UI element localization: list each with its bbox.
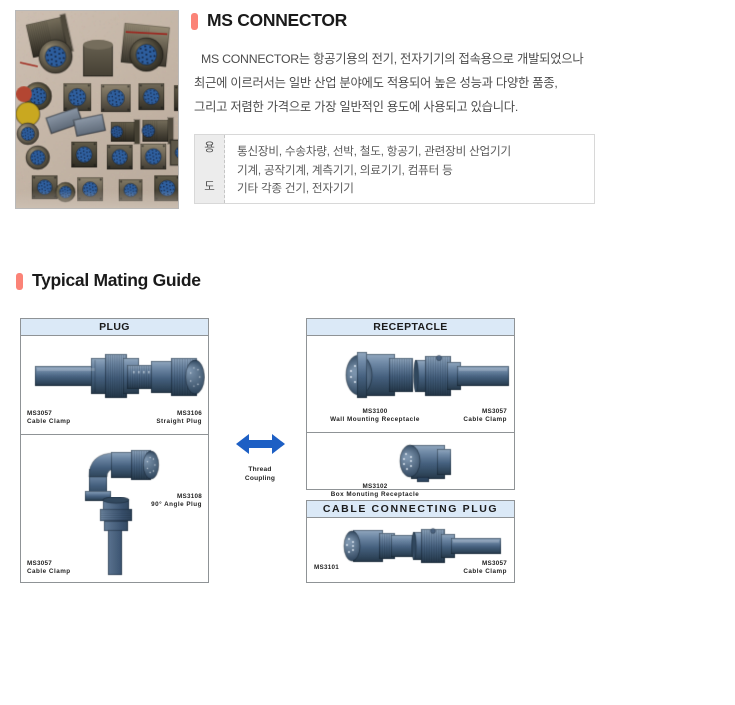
- panel-receptacle: RECEPTACLE MS3100 Wall Mounting Receptac…: [306, 318, 515, 490]
- usage-label-char-1: 용: [204, 143, 215, 155]
- figure-code: MS3100: [319, 408, 431, 416]
- ms-connector-section: MS CONNECTOR MS CONNECTOR는 항공기용의 전기, 전자기…: [0, 0, 735, 230]
- usage-table: 용 도 통신장비, 수송차량, 선박, 철도, 항공기, 관련장비 산업기기 기…: [194, 134, 595, 204]
- figure-code: MS3101: [314, 564, 339, 572]
- panel-cable-connecting-plug-title: CABLE CONNECTING PLUG: [307, 501, 514, 518]
- figure-code: MS3057: [463, 408, 507, 416]
- page-title-text: MS CONNECTOR: [207, 12, 347, 30]
- intro-line-2: 최근에 이르러서는 일반 산업 분야에도 적용되어 높은 성능과 다양한 품종,: [194, 71, 594, 95]
- panel-plug-row-2: MS3108 90° Angle Plug MS3057 Cable Clamp: [21, 435, 208, 582]
- figure-ms3057-cable-clamp-image-2: [91, 497, 139, 577]
- usage-table-label-cell: 용 도: [195, 135, 225, 203]
- thread-coupling-line-1: Thread: [245, 465, 275, 474]
- figure-label-ms3100: MS3100 Wall Mounting Receptacle: [319, 408, 431, 425]
- figure-name: Cable Clamp: [27, 568, 71, 576]
- thread-coupling-indicator: Thread Coupling: [232, 432, 288, 483]
- figure-ms3100-wall-mounting-receptacle-image: [333, 350, 417, 400]
- figure-label-ms3057-b: MS3057 Cable Clamp: [27, 560, 71, 577]
- figure-name: Straight Plug: [156, 418, 202, 426]
- thread-coupling-text: Thread Coupling: [245, 465, 275, 483]
- figure-label-ms3106: MS3106 Straight Plug: [156, 410, 202, 427]
- mating-guide-title-text: Typical Mating Guide: [32, 272, 201, 290]
- mating-guide-title: Typical Mating Guide: [16, 268, 201, 294]
- bullet-marker-icon: [16, 273, 23, 290]
- figure-ms3057-cable-clamp-image-3: [413, 352, 511, 400]
- page-title: MS CONNECTOR: [191, 8, 347, 34]
- intro-line-1: MS CONNECTOR는 항공기용의 전기, 전자기기의 접속용으로 개발되었…: [194, 47, 594, 71]
- panel-plug-title: PLUG: [21, 319, 208, 336]
- panel-receptacle-title: RECEPTACLE: [307, 319, 514, 336]
- figure-ms3101-plug-image: [337, 526, 415, 566]
- usage-table-value-cell: 통신장비, 수송차량, 선박, 철도, 항공기, 관련장비 산업기기 기계, 공…: [225, 135, 594, 203]
- figure-ms3102-box-mounting-receptacle-image: [393, 441, 453, 483]
- intro-paragraph: MS CONNECTOR는 항공기용의 전기, 전자기기의 접속용으로 개발되었…: [194, 47, 594, 120]
- figure-name: 90° Angle Plug: [151, 501, 202, 509]
- double-arrow-horizontal-icon: [236, 432, 285, 456]
- figure-label-ms3101: MS3101: [314, 564, 339, 572]
- figure-code: MS3102: [315, 483, 435, 491]
- figure-name: Cable Clamp: [27, 418, 71, 426]
- intro-line-3: 그리고 저렴한 가격으로 가장 일반적인 용도에 사용되고 있습니다.: [194, 95, 594, 119]
- bullet-marker-icon: [191, 13, 198, 30]
- panel-cable-connecting-plug: CABLE CONNECTING PLUG MS3101 MS3057 Cabl…: [306, 500, 515, 583]
- figure-code: MS3057: [463, 560, 507, 568]
- figure-name: Cable Clamp: [463, 568, 507, 576]
- panel-plug: PLUG MS3057 Cable Clamp MS3106 Straight …: [20, 318, 209, 583]
- usage-label-char-2: 도: [204, 182, 215, 194]
- panel-receptacle-row-2: MS3102 Box Monuting Receptacle: [307, 433, 514, 506]
- usage-value-1: 통신장비, 수송차량, 선박, 철도, 항공기, 관련장비 산업기기: [237, 143, 594, 162]
- figure-label-ms3057-c: MS3057 Cable Clamp: [463, 408, 507, 425]
- figure-code: MS3057: [27, 560, 71, 568]
- figure-name: Cable Clamp: [463, 416, 507, 424]
- figure-ms3106-straight-plug-image: [125, 354, 205, 400]
- usage-value-3: 기타 각종 건기, 전자기기: [237, 180, 594, 199]
- figure-code: MS3106: [156, 410, 202, 418]
- panel-plug-row-1: MS3057 Cable Clamp MS3106 Straight Plug: [21, 336, 208, 435]
- figure-label-ms3057-a: MS3057 Cable Clamp: [27, 410, 71, 427]
- product-photo: [15, 10, 179, 209]
- figure-label-ms3102: MS3102 Box Monuting Receptacle: [315, 483, 435, 500]
- connector-assortment-image: [16, 11, 178, 208]
- figure-code: MS3057: [27, 410, 71, 418]
- panel-cable-connecting-plug-row: MS3101 MS3057 Cable Clamp: [307, 518, 514, 582]
- figure-name: Box Monuting Receptacle: [315, 491, 435, 499]
- figure-name: Wall Mounting Receptacle: [319, 416, 431, 424]
- figure-label-ms3108: MS3108 90° Angle Plug: [151, 493, 202, 510]
- figure-label-ms3057-d: MS3057 Cable Clamp: [463, 560, 507, 577]
- usage-value-2: 기계, 공작기계, 계측기기, 의료기기, 컴퓨터 등: [237, 162, 594, 181]
- panel-receptacle-row-1: MS3100 Wall Mounting Receptacle MS3057 C…: [307, 336, 514, 433]
- thread-coupling-line-2: Coupling: [245, 474, 275, 483]
